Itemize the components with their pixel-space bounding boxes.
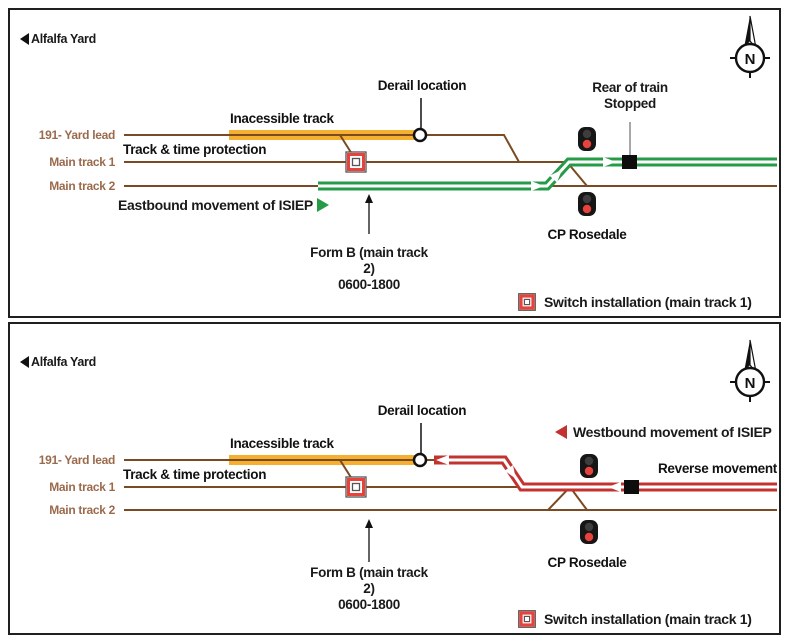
panel-eastbound: N Alfalfa Yard 191- Yard lead Main track… <box>8 8 781 318</box>
legend-label: Switch installation (main track 1) <box>544 294 752 310</box>
west-arrow-icon <box>20 356 29 368</box>
form-b-label: Form B (main track 2) 0600-1800 <box>310 565 428 612</box>
signal-main-track-1 <box>580 454 598 478</box>
legend-label: Switch installation (main track 1) <box>544 611 752 627</box>
inaccessible-track-label: Inacessible track <box>230 111 334 126</box>
cp-rosedale-label: CP Rosedale <box>547 555 627 570</box>
rear-of-train-label: Rear of train Stopped <box>592 80 668 111</box>
legend: Switch installation (main track 1) <box>518 293 752 311</box>
derail-location-marker <box>412 452 428 468</box>
switch-installation-legend-icon <box>518 293 536 311</box>
rear-of-train-marker <box>622 155 637 169</box>
track-label-main-1: Main track 1 <box>49 155 115 169</box>
direction-arrows-east <box>531 157 616 191</box>
track-time-protection-label: Track & time protection <box>123 467 267 482</box>
reverse-movement-label: Reverse movement <box>657 461 777 476</box>
track-label-yard-lead: 191- Yard lead <box>38 453 116 467</box>
track-label-main-1: Main track 1 <box>49 480 115 494</box>
track-schematic-eastbound: N <box>124 15 777 234</box>
alfalfa-yard-label: Alfalfa Yard <box>20 32 96 46</box>
switch-installation-legend-icon <box>518 610 536 628</box>
form-b-arrowhead <box>365 519 373 528</box>
westbound-movement-label: Westbound movement of ISIEP <box>555 424 772 440</box>
inaccessible-track-label: Inacessible track <box>230 436 334 451</box>
cp-rosedale-label: CP Rosedale <box>547 227 627 242</box>
track-label-main-2: Main track 2 <box>49 503 115 517</box>
track-time-protection-label: Track & time protection <box>123 142 267 157</box>
eastbound-movement-label: Eastbound movement of ISIEP <box>118 197 329 213</box>
derail-location-marker <box>412 127 428 143</box>
signal-main-track-2 <box>580 520 598 544</box>
westbound-arrow-icon <box>555 425 567 439</box>
eastbound-arrow-icon <box>316 198 329 212</box>
signal-main-track-2 <box>578 192 596 216</box>
eastbound-movement-path <box>318 157 777 191</box>
switch-installation-icon <box>345 476 367 498</box>
track-label-main-2: Main track 2 <box>49 179 115 193</box>
compass-icon: N <box>730 339 770 402</box>
compass-icon: N <box>730 15 770 78</box>
switch-installation-icon <box>345 151 367 173</box>
track-label-yard-lead: 191- Yard lead <box>38 128 116 142</box>
direction-arrows-west <box>436 455 621 492</box>
track-schematic-westbound: N <box>124 339 777 562</box>
form-b-label: Form B (main track 2) 0600-1800 <box>310 245 428 292</box>
form-b-arrowhead <box>365 194 373 203</box>
signal-main-track-1 <box>578 127 596 151</box>
compass-north-label: N <box>745 375 756 392</box>
panel-westbound: N Alfalfa Yard 191- Yard lead Main track… <box>8 322 781 635</box>
compass-north-label: N <box>745 51 756 68</box>
alfalfa-yard-label: Alfalfa Yard <box>20 355 96 369</box>
legend: Switch installation (main track 1) <box>518 610 752 628</box>
west-arrow-icon <box>20 33 29 45</box>
derail-location-label: Derail location <box>377 78 467 93</box>
rear-of-train-marker <box>624 480 639 494</box>
yard-lead-track <box>124 134 520 163</box>
derail-location-label: Derail location <box>377 403 467 418</box>
